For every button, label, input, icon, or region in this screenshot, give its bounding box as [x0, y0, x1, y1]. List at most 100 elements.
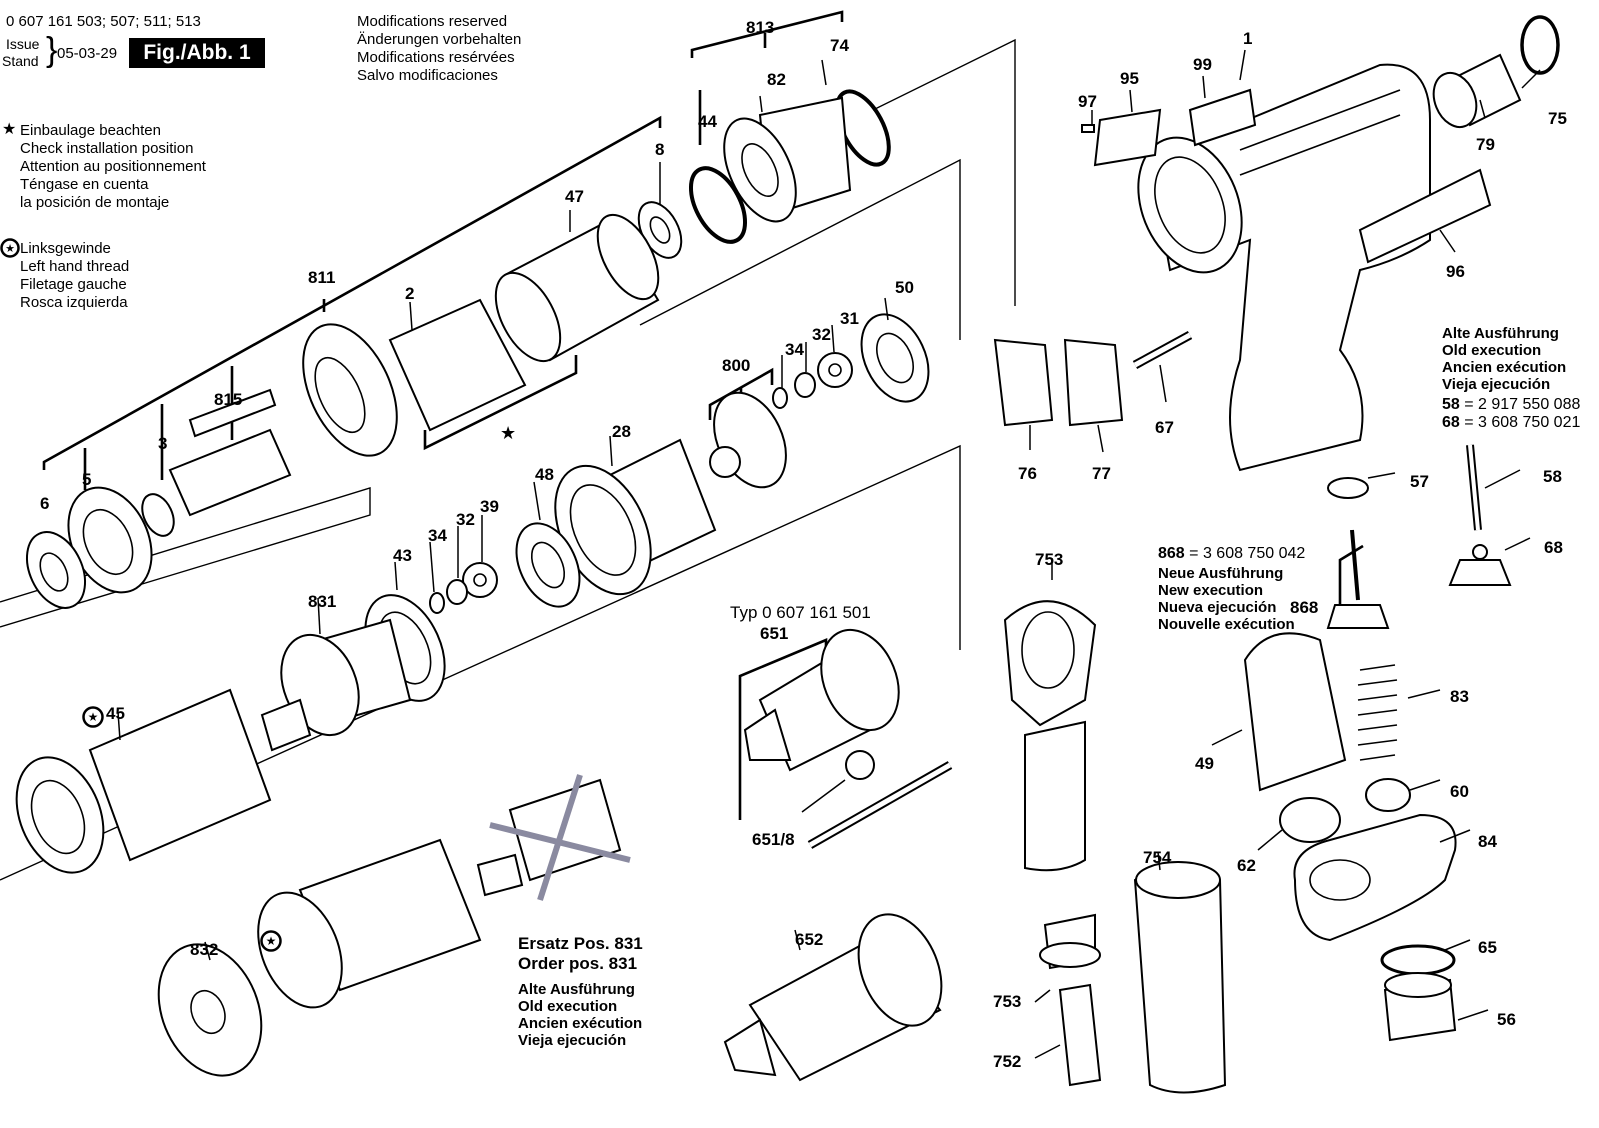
callout-32: 32: [812, 325, 831, 344]
brace-glyph: }: [46, 31, 58, 69]
left-thread-icon: ★: [82, 706, 104, 728]
inlet-79: [1432, 53, 1522, 129]
callout-813: 813: [746, 18, 775, 37]
left-thread-icon: ★: [260, 930, 282, 952]
silencer-49: [1243, 632, 1347, 792]
old-spindle-crossed: [476, 774, 631, 901]
callout-48: 48: [535, 465, 554, 484]
callout-652: 652: [795, 930, 824, 949]
nut-832: [157, 943, 263, 1077]
stand-label: Stand: [2, 53, 39, 69]
callout-753b: 753: [993, 992, 1022, 1011]
callout-45: 45: [106, 704, 125, 723]
cylinder-47: [494, 213, 660, 363]
callout-95: 95: [1120, 69, 1139, 88]
callout-43: 43: [393, 546, 412, 565]
new-execution-line: New execution: [1158, 582, 1264, 599]
hose-nipple-752: [1058, 983, 1102, 1087]
callout-31: 31: [840, 309, 859, 328]
rotor-housing-2: [302, 298, 527, 457]
callout-79: 79: [1476, 135, 1495, 154]
callout-97: 97: [1078, 92, 1097, 111]
new-execution-line: Neue Ausführung: [1158, 565, 1284, 582]
planet-carrier-800: [709, 391, 787, 489]
valve-body-82: [723, 96, 852, 223]
gear-39: [462, 562, 498, 598]
callout-49: 49: [1195, 754, 1214, 773]
frame-lines: [0, 38, 1016, 881]
old-execution-line: Vieja ejecución: [1442, 376, 1551, 393]
callout-754: 754: [1143, 848, 1172, 867]
gear-31: [817, 352, 853, 388]
old-ref-58: 58 = 2 917 550 088: [1442, 396, 1581, 413]
callout-815: 815: [214, 390, 243, 409]
valve-68: [1448, 544, 1512, 586]
spring-83: [1357, 664, 1398, 761]
new-execution-line: Nueva ejecución: [1158, 599, 1277, 616]
callout-96: 96: [1446, 262, 1465, 281]
fitting-56: [1383, 972, 1457, 1042]
callout-47: 47: [565, 187, 584, 206]
spindle-831: [260, 618, 412, 752]
callout-34b: 34: [428, 526, 447, 545]
callout-5: 5: [82, 470, 92, 489]
old-ref-68: 68 = 3 608 750 021: [1442, 414, 1581, 431]
date: 05-03-29: [57, 45, 118, 62]
keyless-chuck-652: [723, 913, 943, 1082]
callout-3: 3: [158, 434, 168, 453]
left-thread-line: Linksgewinde: [20, 240, 111, 257]
modifications-line: Modifications resérvées: [357, 49, 515, 66]
callout-1: 1: [1243, 29, 1253, 48]
ring-seal-44: [688, 166, 748, 244]
svg-text:★: ★: [88, 710, 99, 724]
issue-label: Issue: [6, 36, 40, 52]
callout-651: 651: [760, 624, 789, 643]
callout-753: 753: [1035, 550, 1064, 569]
left-thread-icon: ★: [0, 238, 20, 258]
callout-74: 74: [830, 36, 849, 55]
callout-39: 39: [480, 497, 499, 516]
needle-32: [794, 372, 816, 398]
label-99: [1188, 88, 1257, 147]
callout-82: 82: [767, 70, 786, 89]
washer-48: [515, 522, 581, 608]
callout-76: 76: [1018, 464, 1037, 483]
housing-alt: [257, 838, 482, 1009]
screw-97: [1081, 124, 1095, 133]
callout-868: 868: [1290, 598, 1319, 617]
rod-58: [1466, 444, 1482, 531]
left-thread-line: Left hand thread: [20, 258, 130, 275]
typ-label: Typ 0 607 161 501: [730, 603, 871, 622]
callout-28: 28: [612, 422, 631, 441]
washer-34b: [429, 592, 445, 614]
callout-800: 800: [722, 356, 751, 375]
callout-58: 58: [1543, 467, 1562, 486]
cap-84: [1293, 813, 1457, 942]
hanger-753: [1003, 600, 1097, 872]
ring-65: [1380, 944, 1456, 976]
housing-45: [15, 688, 272, 874]
callout-83: 83: [1450, 687, 1469, 706]
replacement-old-line: Vieja ejecución: [518, 1032, 627, 1049]
old-execution-line: Ancien exécution: [1442, 359, 1567, 376]
callout-2: 2: [405, 284, 415, 303]
brackets: [42, 10, 1364, 820]
plate-95: [1093, 108, 1162, 167]
callout-67: 67: [1155, 418, 1174, 437]
callout-68: 68: [1544, 538, 1563, 557]
key-chuck-651: [743, 628, 900, 772]
leader-lines: [117, 49, 1541, 1059]
callout-57: 57: [1410, 472, 1429, 491]
nipple-753b: [1039, 913, 1101, 970]
callout-34: 34: [785, 340, 804, 359]
svg-text:★: ★: [266, 934, 277, 948]
new-execution-line: Nouvelle exécution: [1158, 616, 1295, 633]
left-thread-line: Rosca izquierda: [20, 294, 128, 311]
installation-line: Téngase en cuenta: [20, 176, 149, 193]
callout-6: 6: [40, 494, 50, 513]
ring-75: [1520, 15, 1560, 75]
end-plate-5: [67, 486, 153, 594]
callout-832: 832: [190, 940, 219, 959]
modifications-line: Salvo modificaciones: [357, 67, 498, 84]
